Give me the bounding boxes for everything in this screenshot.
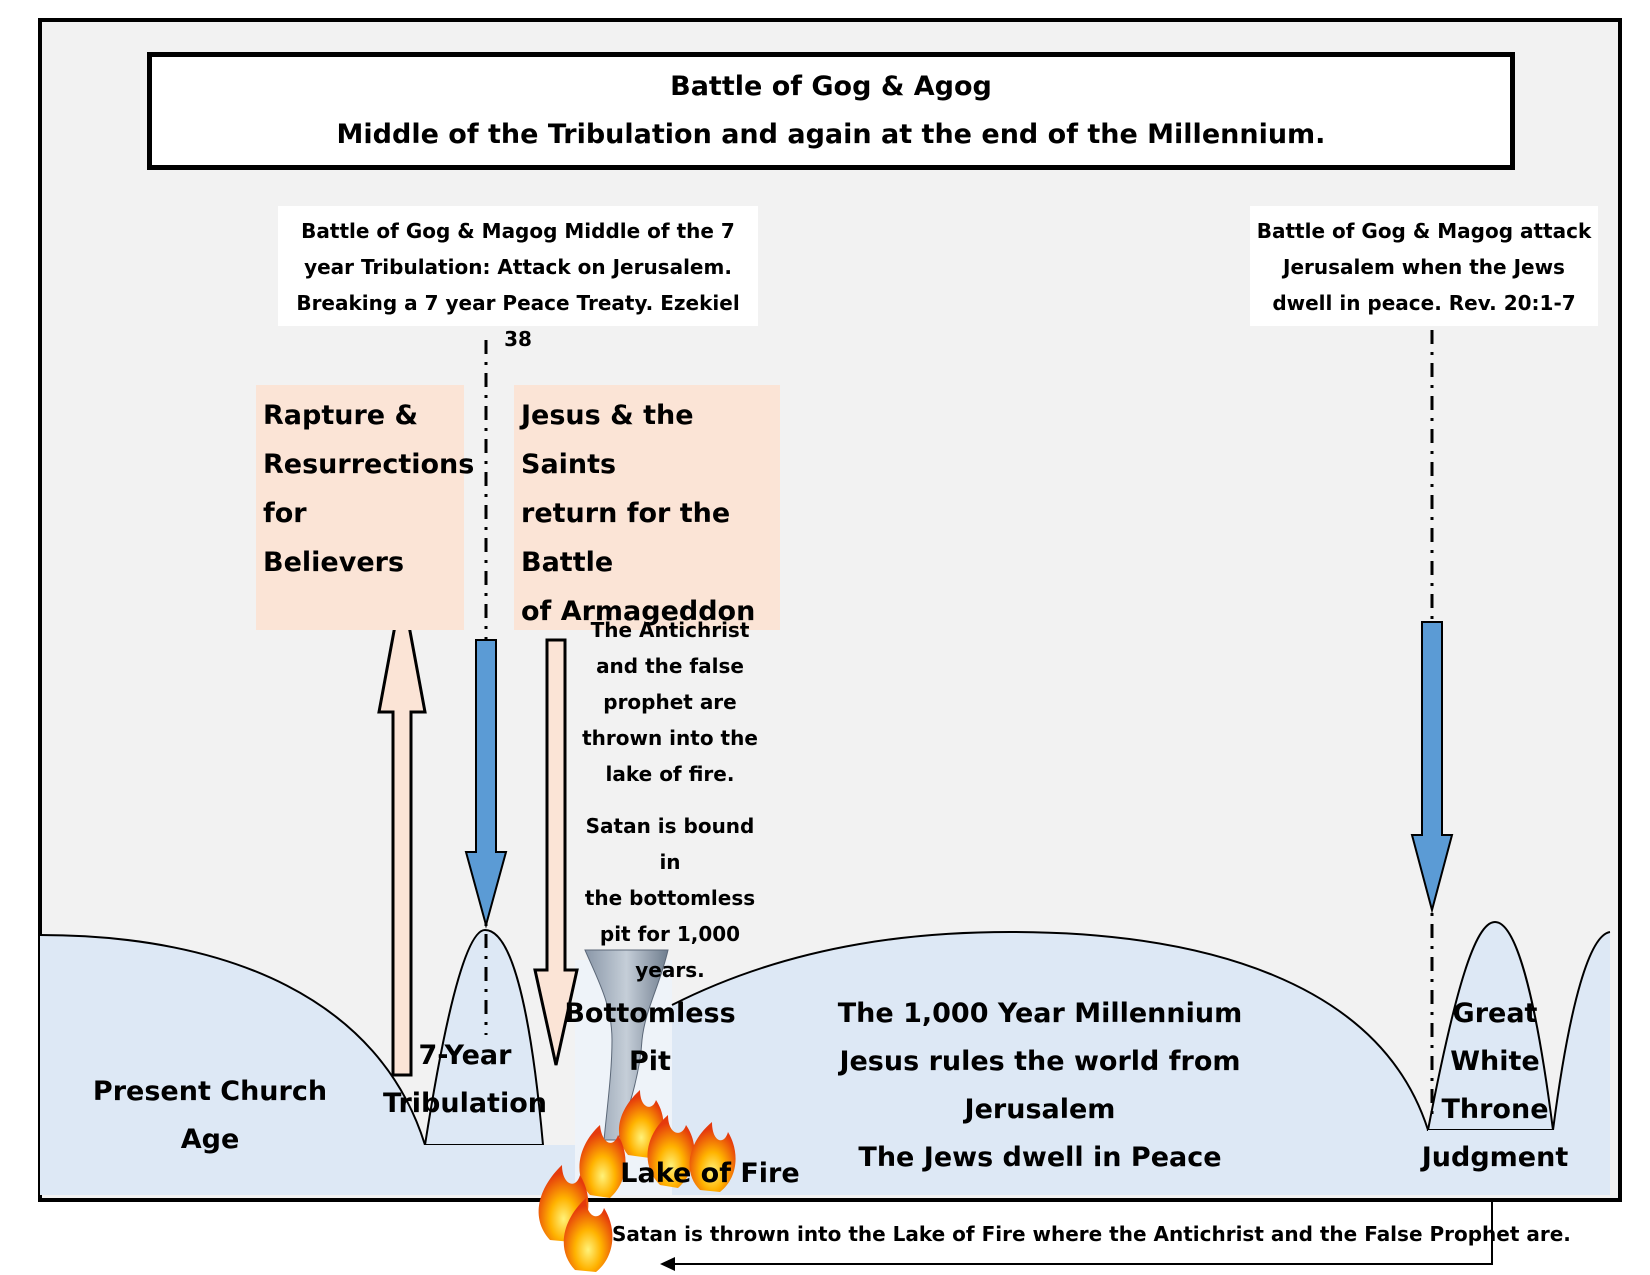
callout-left: Battle of Gog & Magog Middle of the 7 ye… <box>278 206 758 351</box>
return-down-arrow <box>533 638 579 1066</box>
gog-magog-down-arrow-right <box>1410 621 1454 914</box>
callout-right: Battle of Gog & Magog attack Jerusalem w… <box>1250 206 1598 326</box>
armageddon-box: Jesus & the Saints return for the Battle… <box>514 385 780 630</box>
tribulation-hill <box>423 928 545 1146</box>
judgment-hill <box>1426 920 1555 1131</box>
tribulation-label: 7-Year Tribulation <box>383 1040 547 1119</box>
millennium-label: The 1,000 Year Millennium Jesus rules th… <box>837 998 1243 1173</box>
bottomless-pit-label: Bottomless Pit <box>564 998 736 1077</box>
title-line-1: Battle of Gog & Agog <box>670 71 992 102</box>
satan-bound-note: Satan is bound in the bottomless pit for… <box>584 814 756 982</box>
gog-magog-down-arrow-left <box>464 639 508 929</box>
lake-of-fire-flames <box>538 1090 736 1272</box>
satan-thrown-label: Satan is thrown into the Lake of Fire wh… <box>612 1222 1571 1246</box>
millennium-hill <box>672 932 1428 1195</box>
lake-of-fire-label: Lake of Fire <box>620 1158 800 1189</box>
callout-left-text: Battle of Gog & Magog Middle of the 7 ye… <box>296 219 740 351</box>
title-box: Battle of Gog & Agog Middle of the Tribu… <box>147 52 1515 170</box>
title-line-2: Middle of the Tribulation and again at t… <box>336 119 1326 150</box>
rapture-box: Rapture & Resurrections for Believers <box>256 385 474 630</box>
satan-thrown-arrow <box>672 1198 1493 1265</box>
right-hill <box>1553 932 1610 1195</box>
rapture-up-arrow <box>377 587 427 1077</box>
judgment-label: Great White Throne Judgment <box>1421 998 1569 1173</box>
antichrist-note: The Antichrist and the false prophet are… <box>582 618 758 786</box>
church-age-label: Present Church Age <box>92 1076 328 1155</box>
church-age-hill <box>40 935 425 1195</box>
callout-right-text: Battle of Gog & Magog attack Jerusalem w… <box>1256 219 1592 315</box>
